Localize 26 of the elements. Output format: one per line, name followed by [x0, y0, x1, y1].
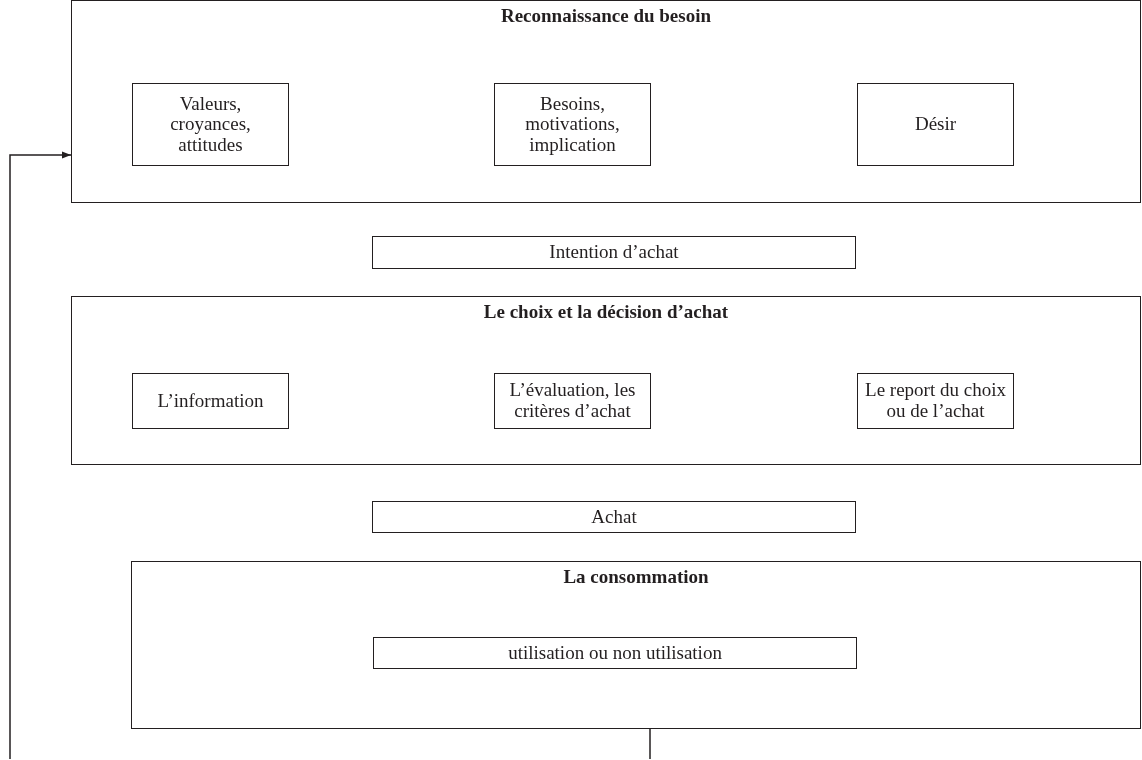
stage-heading: La consommation: [562, 566, 710, 588]
step-box: [372, 501, 856, 533]
step-box: [494, 373, 651, 429]
step-box: [132, 83, 289, 166]
stage-heading: Reconnaissance du besoin: [499, 5, 713, 27]
step-box: [372, 236, 856, 269]
step-label: Désir: [914, 114, 957, 135]
step-box: [494, 83, 651, 166]
arrow: [9, 151, 72, 760]
step-box: [373, 637, 857, 669]
stage-panel: [71, 296, 1141, 465]
stage-panel: [71, 0, 1141, 203]
stage-heading: Le choix et la décision d’achat: [482, 301, 730, 323]
connector-line: [649, 728, 651, 760]
step-box: [857, 83, 1014, 166]
step-label: Intention d’achat: [549, 242, 679, 263]
step-label: Le report du choix ou de l’achat: [864, 380, 1007, 422]
step-box: [132, 373, 289, 429]
step-label: Valeurs, croyances, attitudes: [169, 93, 252, 156]
step-label: Besoins, motivations, implication: [524, 93, 621, 156]
step-label: utilisation ou non utilisation: [508, 642, 722, 664]
stage-panel: [131, 561, 1141, 729]
step-box: [857, 373, 1014, 429]
step-label: L’information: [157, 390, 264, 412]
step-label: Achat: [591, 506, 637, 528]
step-label: L’évaluation, les critères d’achat: [508, 380, 637, 422]
